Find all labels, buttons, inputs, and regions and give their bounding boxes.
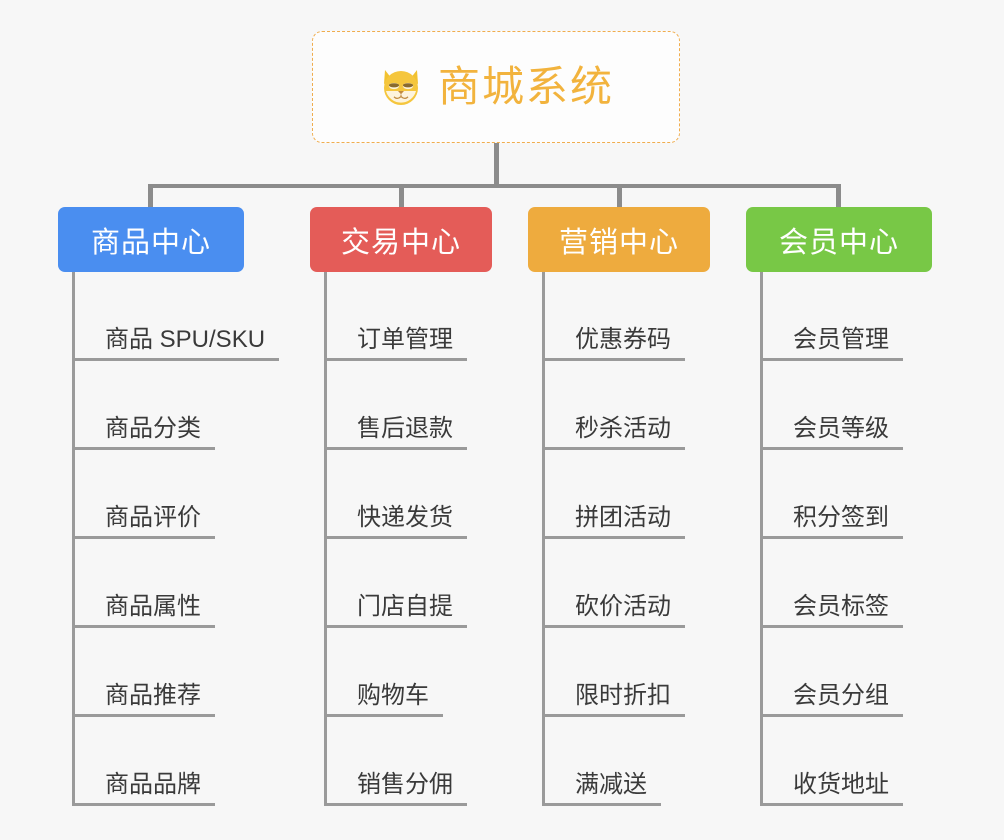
connector-drop-branch-3 [617, 184, 622, 209]
list-item-label: 销售分佣 [327, 771, 467, 806]
list-item-label: 门店自提 [327, 593, 467, 628]
branch-header-member-center[interactable]: 会员中心 [746, 207, 932, 272]
list-item-label: 订单管理 [327, 326, 467, 361]
list-item-label: 会员分组 [763, 682, 903, 717]
branch-title: 会员中心 [778, 226, 899, 259]
list-item[interactable]: 优惠券码 [545, 272, 710, 361]
branch-items-trade-center: 订单管理 售后退款 快递发货 门店自提 购物车 销售分佣 [324, 272, 492, 806]
list-item-label: 积分签到 [763, 504, 903, 539]
connector-horizontal-bus [150, 184, 840, 188]
branch-title: 交易中心 [340, 226, 461, 259]
list-item[interactable]: 积分签到 [763, 450, 932, 539]
connector-drop-branch-2 [399, 184, 404, 209]
list-item-label: 收货地址 [763, 771, 903, 806]
list-item-label: 优惠券码 [545, 326, 685, 361]
list-item-label: 商品推荐 [75, 682, 215, 717]
list-item[interactable]: 会员分组 [763, 628, 932, 717]
shiba-dog-face-icon [378, 64, 424, 110]
list-item[interactable]: 砍价活动 [545, 539, 710, 628]
list-item-label: 会员标签 [763, 593, 903, 628]
list-item-label: 快递发货 [327, 504, 467, 539]
root-title: 商城系统 [437, 63, 614, 110]
list-item[interactable]: 订单管理 [327, 272, 492, 361]
list-item[interactable]: 拼团活动 [545, 450, 710, 539]
list-item-label: 商品评价 [75, 504, 215, 539]
list-item-label: 砍价活动 [545, 593, 685, 628]
list-item-label: 会员管理 [763, 326, 903, 361]
list-item-label: 商品属性 [75, 593, 215, 628]
list-item-label: 商品品牌 [75, 771, 215, 806]
list-item-label: 秒杀活动 [545, 415, 685, 450]
list-item-label: 满减送 [545, 771, 661, 806]
branch-items-marketing-center: 优惠券码 秒杀活动 拼团活动 砍价活动 限时折扣 满减送 [542, 272, 710, 806]
list-item-label: 会员等级 [763, 415, 903, 450]
branch-trade-center: 交易中心 订单管理 售后退款 快递发货 门店自提 购物车 销售分佣 [310, 207, 492, 806]
list-item[interactable]: 会员标签 [763, 539, 932, 628]
branch-member-center: 会员中心 会员管理 会员等级 积分签到 会员标签 会员分组 收货地址 [746, 207, 932, 806]
list-item[interactable]: 快递发货 [327, 450, 492, 539]
list-item[interactable]: 商品分类 [75, 361, 244, 450]
branch-marketing-center: 营销中心 优惠券码 秒杀活动 拼团活动 砍价活动 限时折扣 满减送 [528, 207, 710, 806]
list-item-label: 限时折扣 [545, 682, 685, 717]
connector-drop-branch-1 [148, 184, 153, 209]
connector-drop-branch-4 [836, 184, 841, 209]
branch-product-center: 商品中心 商品 SPU/SKU 商品分类 商品评价 商品属性 商品推荐 商品品牌 [58, 207, 280, 806]
list-item-label: 商品分类 [75, 415, 215, 450]
list-item[interactable]: 收货地址 [763, 717, 932, 806]
branch-items-product-center: 商品 SPU/SKU 商品分类 商品评价 商品属性 商品推荐 商品品牌 [72, 272, 280, 806]
list-item[interactable]: 门店自提 [327, 539, 492, 628]
list-item-label: 购物车 [327, 682, 443, 717]
list-item[interactable]: 购物车 [327, 628, 492, 717]
list-item[interactable]: 会员管理 [763, 272, 932, 361]
list-item[interactable]: 满减送 [545, 717, 710, 806]
branch-header-trade-center[interactable]: 交易中心 [310, 207, 492, 272]
list-item[interactable]: 销售分佣 [327, 717, 492, 806]
list-item[interactable]: 会员等级 [763, 361, 932, 450]
list-item[interactable]: 商品属性 [75, 539, 244, 628]
branch-header-product-center[interactable]: 商品中心 [58, 207, 244, 272]
list-item[interactable]: 秒杀活动 [545, 361, 710, 450]
list-item[interactable]: 商品推荐 [75, 628, 244, 717]
list-item-label: 售后退款 [327, 415, 467, 450]
root-node-mall-system[interactable]: 商城系统 [312, 31, 680, 143]
list-item[interactable]: 限时折扣 [545, 628, 710, 717]
branch-header-marketing-center[interactable]: 营销中心 [528, 207, 710, 272]
branch-title: 商品中心 [90, 226, 211, 259]
list-item[interactable]: 商品评价 [75, 450, 244, 539]
list-item[interactable]: 商品 SPU/SKU [75, 272, 280, 361]
branch-items-member-center: 会员管理 会员等级 积分签到 会员标签 会员分组 收货地址 [760, 272, 932, 806]
list-item-label: 拼团活动 [545, 504, 685, 539]
list-item[interactable]: 售后退款 [327, 361, 492, 450]
list-item-label: 商品 SPU/SKU [75, 326, 280, 361]
list-item[interactable]: 商品品牌 [75, 717, 244, 806]
connector-root-stem [494, 143, 499, 187]
branch-title: 营销中心 [558, 226, 679, 259]
